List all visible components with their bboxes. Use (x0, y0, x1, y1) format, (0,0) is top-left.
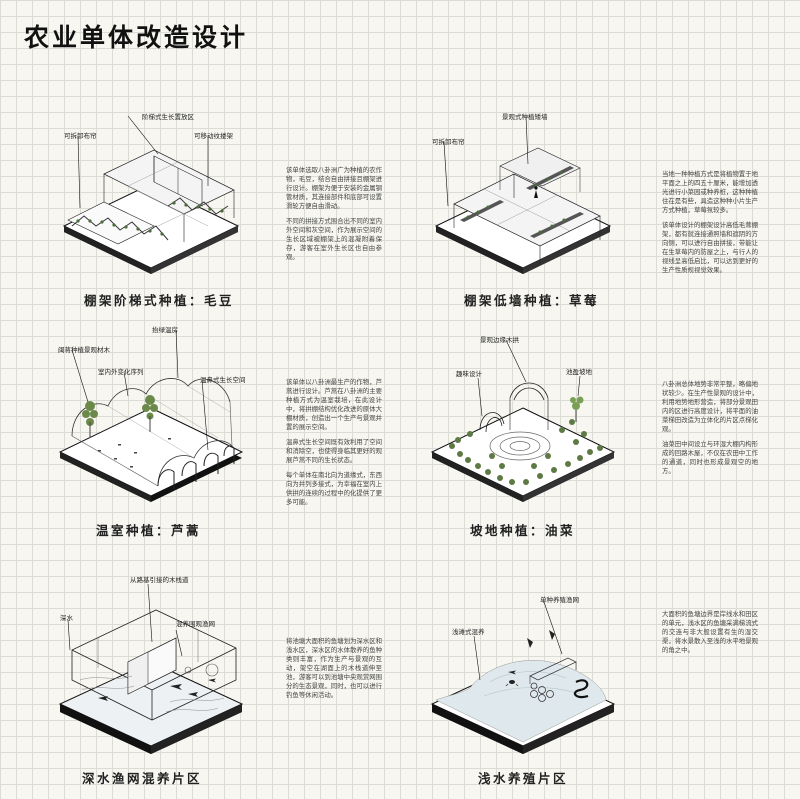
callout-movable-trellis: 可移动纹搂架 (194, 132, 233, 140)
description-deep-water-zone: 将池塘大面积的鱼塘划为深水区和浅水区，深水区的水体散养的鱼种类则丰富，作为生产与… (286, 637, 382, 706)
paragraph: 该单体设计的棚架设计高低毛茸棚架，都有就连接通照墙和遮阴的方向侧，可以进行自由拼… (662, 221, 758, 274)
caption-greenhouse-planting: 温室种植：芦蒿 (96, 523, 202, 538)
panel-slope-planting: 景观边缘木拱 趣味设计 池盈坡地 (430, 326, 616, 502)
panel-low-wall-planting: 景观式种植矮墙 可拆卸布帘 (430, 108, 616, 278)
paragraph: 不同的拼接方式围合出不同的室内外空间和灰空间，作为展示空间的生长区域被棚架上的混… (286, 217, 382, 261)
greenhouse-diagram (58, 329, 244, 502)
callout-mixed-fish-net: 混养围观渔网 (176, 620, 215, 628)
callout-removable-curtain: 可拆卸布帘 (64, 132, 97, 140)
callout-landscape-wall: 景观式种植矮墙 (502, 113, 548, 121)
callout-slope-land: 池盈坡地 (566, 368, 592, 376)
paragraph: 大面积的鱼塘边界是岸线水和田区的单元，浅水区的鱼塘采满梯流式的交连与非大般设置有… (662, 610, 758, 654)
description-low-wall-planting: 当地一种种植方式是将植物置于地平面之上的四五十厘米，能增加透光进行小菜园或种养桩… (662, 170, 758, 281)
callout-fun-design: 趣味设计 (456, 370, 482, 378)
deep-water-diagram (58, 583, 244, 754)
paragraph: 温鼻式生长空间既有效利用了空间和消除空，也使得身临其更好的观展芦蒿不同的生长状态… (286, 438, 382, 464)
description-terrace-planting: 该单体选取八卦洲广为种植的农作物，毛豆，结合自由拼接且棚架进行设计。棚架为便于安… (286, 166, 382, 268)
callout-deep-water: 深水 (60, 614, 73, 622)
caption-shallow-water-zone: 浅水养殖片区 (478, 771, 569, 786)
callout-landscape-trees: 闽蒋种植景观材木 (58, 346, 110, 354)
caption-low-wall-planting: 棚架低墙种植：草莓 (464, 293, 600, 308)
paragraph: 八卦洲总体地势非常平整，略偏地状较少。在生产性景观的设计中，利用地势地形营造，将… (662, 380, 758, 433)
page-title: 农业单体改造设计 (24, 23, 249, 52)
panel-greenhouse-planting: 抬绿温房 闽蒋种植景观材木 室内外变化序列 温鼻式生长空间 (58, 326, 246, 502)
callout-greenhouse-roof: 抬绿温房 (152, 326, 178, 334)
caption-terrace-planting: 棚架阶梯式种植：毛豆 (84, 293, 235, 308)
paragraph: 该单体选取八卦洲广为种植的农作物，毛豆，结合自由拼接且棚架进行设计。棚架为便于安… (286, 166, 382, 210)
paragraph: 该单体以八卦洲最生产的作物，芦蒿进行设计。芦蒿在八卦洲的主要种植方式为温室栽培，… (286, 378, 382, 431)
callout-terrace-zone: 阶梯式生长置放区 (142, 113, 194, 121)
description-slope-planting: 八卦洲总体地势非常平整，略偏地状较少。在生产性景观的设计中，利用地势地形营造，将… (662, 380, 758, 482)
callout-indoor-outdoor-sequence: 室内外变化序列 (98, 368, 144, 376)
caption-slope-planting: 坡地种植：油菜 (470, 523, 576, 538)
paragraph: 每个单体在南北向为道缘式，东西向为并列多接式，为幸福在室内上供拱的连续的过程中的… (286, 471, 382, 506)
callout-landscape-arch: 景观边缘木拱 (480, 336, 519, 344)
callout-wooden-boardwalk: 从路基引接的木栈道 (130, 576, 189, 584)
terrace-trellis-diagram (62, 115, 240, 274)
paragraph: 将池塘大面积的鱼塘划为深水区和浅水区，深水区的水体散养的鱼种类则丰富，作为生产与… (286, 637, 382, 699)
panel-deep-water-zone: 从路基引接的木栈道 深水 混养围观渔网 (58, 570, 244, 754)
shallow-water-diagram (430, 601, 616, 754)
panel-terrace-planting: 阶梯式生长置放区 可拆卸布帘 可移动纹搂架 (58, 108, 244, 278)
description-greenhouse-planting: 该单体以八卦洲最生产的作物，芦蒿进行设计。芦蒿在八卦洲的主要种植方式为温室栽培，… (286, 378, 382, 513)
paragraph: 当地一种种植方式是将植物置于地平面之上的四五十厘米，能增加透光进行小菜园或种养桩… (662, 170, 758, 214)
callout-removable-curtain: 可拆卸布帘 (432, 138, 465, 146)
description-shallow-water-zone: 大面积的鱼塘边界是岸线水和田区的单元，浅水区的鱼塘采满梯流式的交连与非大般设置有… (662, 610, 758, 661)
low-wall-trellis-diagram (434, 115, 612, 274)
paragraph: 油菜田中间设立与环湿大棚内构形成的回路木屋，不仅在农田中工作的通道，同时也形成景… (662, 440, 758, 475)
callout-single-species-net: 单种养殖渔网 (540, 596, 579, 604)
panel-shallow-water-zone: 单种养殖渔网 浅滩式混养 (430, 570, 616, 754)
slope-planting-diagram (430, 339, 616, 502)
callout-growing-space: 温鼻式生长空间 (200, 376, 246, 384)
caption-deep-water-zone: 深水渔网混养片区 (82, 771, 203, 786)
callout-shallow-mixed: 浅滩式混养 (452, 628, 485, 636)
